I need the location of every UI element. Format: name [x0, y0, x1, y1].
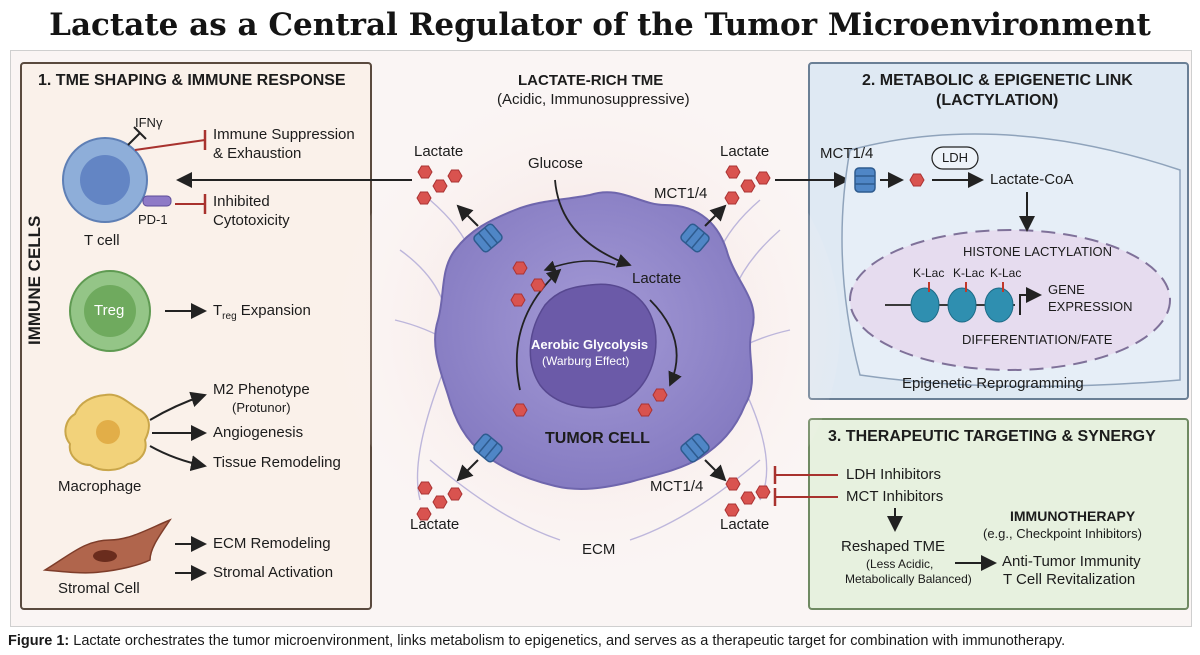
protunor-label: (Protunor)	[232, 400, 291, 415]
nucleosomes	[885, 282, 1015, 323]
stromal-cell	[42, 518, 172, 574]
lactate-hex	[510, 293, 526, 307]
mct-label-tr: MCT1/4	[654, 185, 708, 202]
treg-expansion-label: Treg Expansion	[213, 302, 311, 322]
pd1-label: PD-1	[138, 212, 168, 227]
tcell-label: T cell	[84, 232, 120, 249]
macrophage-label: Macrophage	[58, 478, 142, 495]
gene-label: GENE	[1048, 282, 1085, 297]
metabolically-balanced-label: Metabolically Balanced)	[845, 572, 972, 586]
less-acidic-label: (Less Acidic,	[866, 557, 934, 571]
lactate-label-tl: Lactate	[414, 143, 464, 160]
expression-label: EXPRESSION	[1048, 299, 1133, 314]
lactate-inner-arrow	[543, 260, 616, 272]
inhibited-label: Inhibited	[213, 193, 270, 210]
lactate-coa-label: Lactate-CoA	[990, 171, 1074, 188]
glucose-arrow	[554, 179, 632, 268]
caption-label: Figure 1:	[8, 633, 70, 649]
panel-therapeutic	[808, 418, 1189, 610]
glucose-label: Glucose	[528, 155, 584, 172]
mct-inhibitors-label: MCT Inhibitors	[846, 488, 944, 505]
klac-label-3: K-Lac	[990, 266, 1022, 280]
ecm-remodeling-label: ECM Remodeling	[213, 535, 331, 552]
cycle-arrow-left	[515, 268, 562, 391]
mct-label-panel2: MCT1/4	[820, 145, 874, 162]
m2-phenotype-label: M2 Phenotype	[213, 381, 310, 398]
lactate-hex	[652, 388, 668, 402]
lactate-hex	[637, 403, 653, 417]
ecm-label: ECM	[582, 541, 616, 558]
aerobic-glycolysis-label: Aerobic Glycolysis	[531, 337, 649, 352]
immune-suppression-label: Immune Suppression	[213, 126, 355, 143]
tme-header: LACTATE-RICH TME	[518, 72, 664, 89]
differentiation-label: DIFFERENTIATION/FATE	[962, 332, 1113, 347]
tissue-remodeling-label: Tissue Remodeling	[213, 454, 341, 471]
tumor-cell-label: TUMOR CELL	[545, 430, 650, 447]
lactate-hex	[512, 403, 528, 417]
immune-cells-label: IMMUNE CELLS	[25, 215, 44, 345]
ldh-label: LDH	[942, 150, 969, 165]
angiogenesis-label: Angiogenesis	[213, 424, 304, 441]
cycle-arrow-right	[649, 299, 682, 387]
pd1-receptor	[142, 195, 172, 207]
mct-label-br: MCT1/4	[650, 478, 704, 495]
tumor-nucleus	[529, 283, 657, 409]
caption-text: Lactate orchestrates the tumor microenvi…	[69, 633, 1066, 649]
treg-cell-label: Treg	[94, 302, 125, 319]
lactate-hex	[909, 173, 925, 187]
klac-label-1: K-Lac	[913, 266, 945, 280]
inner-lactate-label: Lactate	[632, 270, 682, 287]
anti-tumor-immunity-label: Anti-Tumor Immunity	[1002, 553, 1141, 570]
lactate-label-bl: Lactate	[410, 516, 460, 533]
ifn-gamma-label: IFNγ	[135, 115, 163, 130]
cytotoxicity-label: Cytotoxicity	[213, 212, 290, 229]
stromal-activation-label: Stromal Activation	[213, 564, 334, 581]
tme-subheader: (Acidic, Immunosuppressive)	[497, 91, 690, 108]
ldh-enzyme	[931, 146, 979, 170]
lactate-hex	[512, 261, 528, 275]
tcell-nucleus	[80, 155, 130, 205]
lactate-label-br: Lactate	[720, 516, 770, 533]
klac-label-2: K-Lac	[953, 266, 985, 280]
immunotherapy-label: IMMUNOTHERAPY	[1010, 508, 1136, 524]
panel1-header: 1. TME SHAPING & IMMUNE RESPONSE	[38, 72, 346, 89]
figure-caption: Figure 1: Lactate orchestrates the tumor…	[0, 627, 1200, 655]
checkpoint-inhibitors-label: (e.g., Checkpoint Inhibitors)	[983, 526, 1142, 541]
ldh-inhibitors-label: LDH Inhibitors	[846, 466, 942, 483]
stromal-cell-label: Stromal Cell	[58, 580, 140, 597]
histone-lactylation-label: HISTONE LACTYLATION	[963, 244, 1113, 259]
panel3-header: 3. THERAPEUTIC TARGETING & SYNERGY	[828, 428, 1156, 445]
mct-transporter-panel2	[854, 167, 876, 193]
lactate-label-tr: Lactate	[720, 143, 770, 160]
panel2-subheader: (LACTYLATION)	[936, 92, 1059, 109]
tcell-revitalization-label: T Cell Revitalization	[1003, 571, 1136, 588]
epigenetic-reprogramming-label: Epigenetic Reprogramming	[902, 375, 1084, 392]
panel2-header: 2. METABOLIC & EPIGENETIC LINK	[862, 72, 1133, 89]
exhaustion-label: & Exhaustion	[213, 145, 302, 162]
lactate-hex	[530, 278, 546, 292]
warburg-label: (Warburg Effect)	[542, 354, 630, 368]
reshaped-tme-label: Reshaped TME	[841, 538, 945, 555]
